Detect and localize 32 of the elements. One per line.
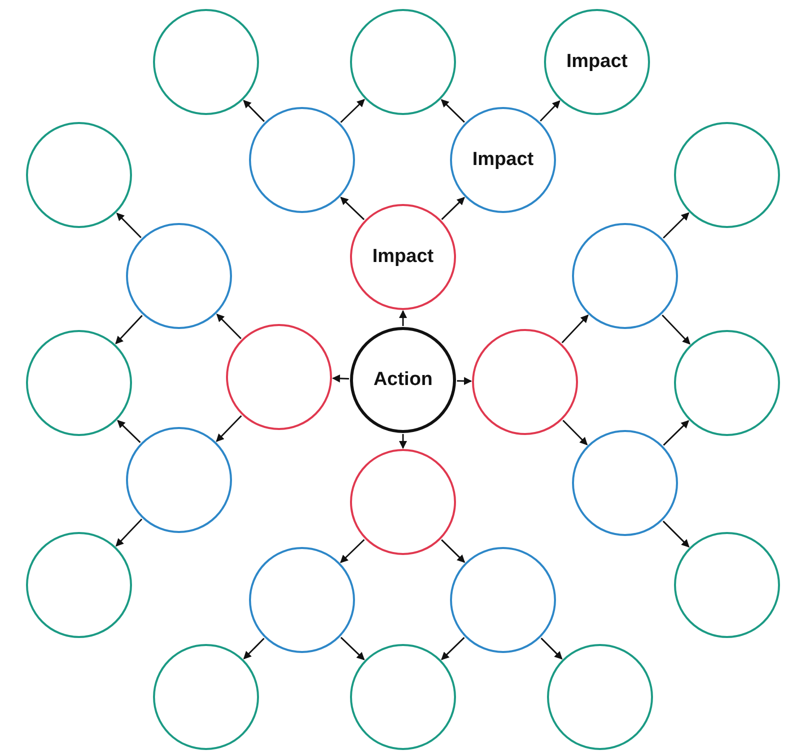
arrow: [562, 420, 588, 446]
node-label: Impact: [566, 51, 628, 73]
arrow: [440, 99, 465, 123]
arrow: [340, 98, 365, 123]
arrow: [441, 539, 466, 563]
arrow: [562, 314, 589, 344]
node-label: Action: [373, 369, 433, 391]
arrow: [399, 434, 407, 449]
arrow: [662, 520, 690, 548]
arrow: [216, 415, 242, 442]
arrow: [540, 100, 560, 122]
arrow: [340, 196, 365, 220]
arrow: [243, 638, 265, 660]
arrow: [662, 212, 690, 239]
arrow: [399, 310, 407, 326]
arrow: [340, 636, 365, 660]
arrow: [116, 212, 142, 238]
arrow: [662, 314, 690, 345]
arrow: [540, 638, 563, 660]
arrow: [243, 100, 265, 122]
arrow: [441, 637, 465, 660]
arrow: [456, 377, 472, 385]
arrow: [216, 314, 242, 340]
arrow: [663, 420, 690, 446]
arrow: [441, 196, 465, 220]
arrow: [117, 420, 141, 443]
arrow: [340, 539, 365, 564]
arrow: [332, 374, 350, 382]
arrow: [115, 314, 143, 344]
arrow: [116, 518, 142, 547]
node-label: Impact: [372, 246, 434, 268]
node-label: Impact: [472, 149, 534, 171]
